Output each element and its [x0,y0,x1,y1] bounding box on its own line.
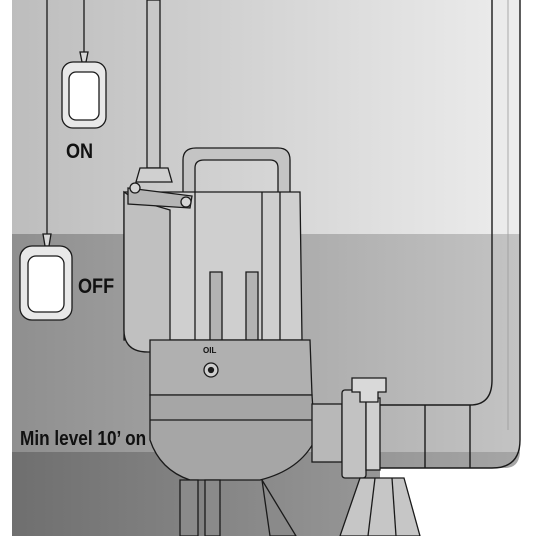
float-switch-on [46,0,107,270]
pump-body [123,0,421,536]
min-level-label: Min level 10’ on [20,428,147,450]
float-switch-off [19,233,73,321]
left-margin [0,0,12,536]
float-on-label: ON [66,140,94,163]
oil-mark-label: OIL [203,346,217,355]
float-off-label: OFF [78,275,115,298]
